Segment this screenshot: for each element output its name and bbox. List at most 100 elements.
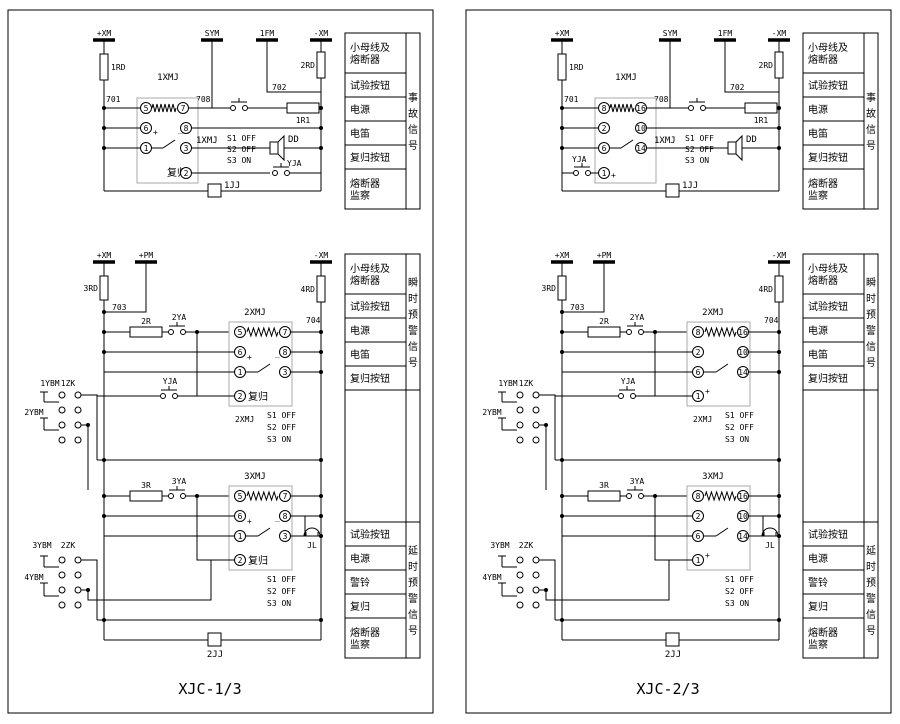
relay-label: 2XMJ xyxy=(244,308,266,318)
junction-dot xyxy=(319,494,323,498)
node-label: 702 xyxy=(730,83,745,92)
resistor-label: 2R xyxy=(141,317,151,326)
terminal-circle xyxy=(516,406,524,414)
legend-side-char: 号 xyxy=(866,140,876,152)
legend-item: 电源 xyxy=(808,324,828,337)
bus-1fm-label: 1FM xyxy=(260,29,275,38)
plus: + xyxy=(705,551,710,560)
node-label: 704 xyxy=(764,316,779,325)
wire xyxy=(562,262,605,313)
ybm-label: 1YBM xyxy=(498,379,517,388)
relay-pin xyxy=(279,326,291,338)
legend-item: 电源 xyxy=(350,324,370,337)
legend-side-char: 号 xyxy=(408,625,418,637)
switch-label: S3 ON xyxy=(227,156,251,165)
legend-spacer xyxy=(802,389,879,523)
fuse-label: 3RD xyxy=(84,284,99,293)
legend-item: 熔断器 xyxy=(808,177,838,190)
legend-item: 小母线及 xyxy=(350,262,390,275)
wire xyxy=(81,424,89,490)
bus-plus-xm-label: +XM xyxy=(97,29,112,38)
relay-pin xyxy=(279,490,291,502)
pin-number: 10 xyxy=(738,348,748,357)
relay-pin xyxy=(635,102,647,114)
terminal-circle xyxy=(532,571,540,579)
jj-label: 1JJ xyxy=(682,181,698,191)
terminal-circle xyxy=(74,406,82,414)
pin-number: 5 xyxy=(238,492,243,501)
junction-dot xyxy=(102,106,106,110)
terminal-circle xyxy=(630,393,636,399)
panel-title: XJC-1/3 xyxy=(178,680,241,698)
junction-dot xyxy=(319,458,323,462)
wire xyxy=(539,394,556,460)
junction-dot xyxy=(319,350,323,354)
legend-side-char: 号 xyxy=(866,625,876,637)
pin-number: 6 xyxy=(602,144,607,153)
terminal-circle xyxy=(168,493,174,499)
resistor-label: 3R xyxy=(141,481,151,490)
zk-label: 2ZK xyxy=(61,541,76,550)
node-label: 708 xyxy=(196,95,211,104)
terminal-circle xyxy=(532,601,540,609)
pin-number: 7 xyxy=(181,104,186,113)
relay-pin xyxy=(598,122,610,134)
ybm-label: 3YBM xyxy=(32,541,51,550)
relay-pin xyxy=(737,366,749,378)
relay-pin xyxy=(692,346,704,358)
relay-contact-label: 2XMJ xyxy=(693,415,712,424)
junction-dot xyxy=(560,350,564,354)
fuse-label: 2RD xyxy=(759,61,774,70)
switch-label: S2 OFF xyxy=(725,587,754,596)
junction-dot xyxy=(319,126,323,130)
bus-minus-xm-label: -XM xyxy=(772,251,787,260)
terminal-circle xyxy=(180,329,186,335)
legend-side-char: 号 xyxy=(408,140,418,152)
coil xyxy=(246,490,279,502)
coil xyxy=(151,103,177,113)
legend-side-char: 时 xyxy=(866,293,876,305)
relay-contact-label: 1XMJ xyxy=(654,136,676,146)
legend-item: 熔断器 xyxy=(350,177,380,190)
terminal-circle xyxy=(58,406,66,414)
relay-pin xyxy=(234,530,246,542)
legend-side-char: 信 xyxy=(866,341,876,353)
junction-dot xyxy=(319,534,323,538)
legend-side-char: 事 xyxy=(408,91,418,104)
ya-label: 2YA xyxy=(172,313,187,322)
ybm-label: 4YBM xyxy=(482,573,501,582)
terminal-circle xyxy=(58,601,66,609)
relay-pin xyxy=(180,142,192,154)
terminal-circle xyxy=(516,391,524,399)
pin-number: 3 xyxy=(184,144,189,153)
wire xyxy=(257,527,271,537)
jj-label: 2JJ xyxy=(665,650,681,660)
wire xyxy=(196,332,234,397)
relay-pin xyxy=(737,326,749,338)
terminal-circle xyxy=(74,571,82,579)
junction-dot xyxy=(86,423,90,427)
legend-item: 电源 xyxy=(350,552,370,565)
legend-item: 试验按钮 xyxy=(808,528,848,541)
relay-pin xyxy=(234,390,246,402)
relay-pin xyxy=(177,102,189,114)
legend-item: 熔断器 xyxy=(808,53,838,66)
bus-plus-pm-label: +PM xyxy=(597,251,612,260)
junction-dot xyxy=(777,146,781,150)
wire xyxy=(654,332,692,397)
coil xyxy=(609,103,635,113)
terminal-circle xyxy=(58,556,66,564)
junction-dot xyxy=(102,330,106,334)
ybm-label: 2YBM xyxy=(482,408,501,417)
junction-dot xyxy=(86,588,90,592)
bus-plus-xm-label: +XM xyxy=(555,251,570,260)
coil xyxy=(704,490,737,502)
terminal-circle xyxy=(272,170,278,176)
legend-item: 复归按钮 xyxy=(808,151,848,164)
junction-dot xyxy=(560,618,564,622)
junction-dot xyxy=(319,146,323,150)
legend-item: 小母线及 xyxy=(808,262,848,275)
